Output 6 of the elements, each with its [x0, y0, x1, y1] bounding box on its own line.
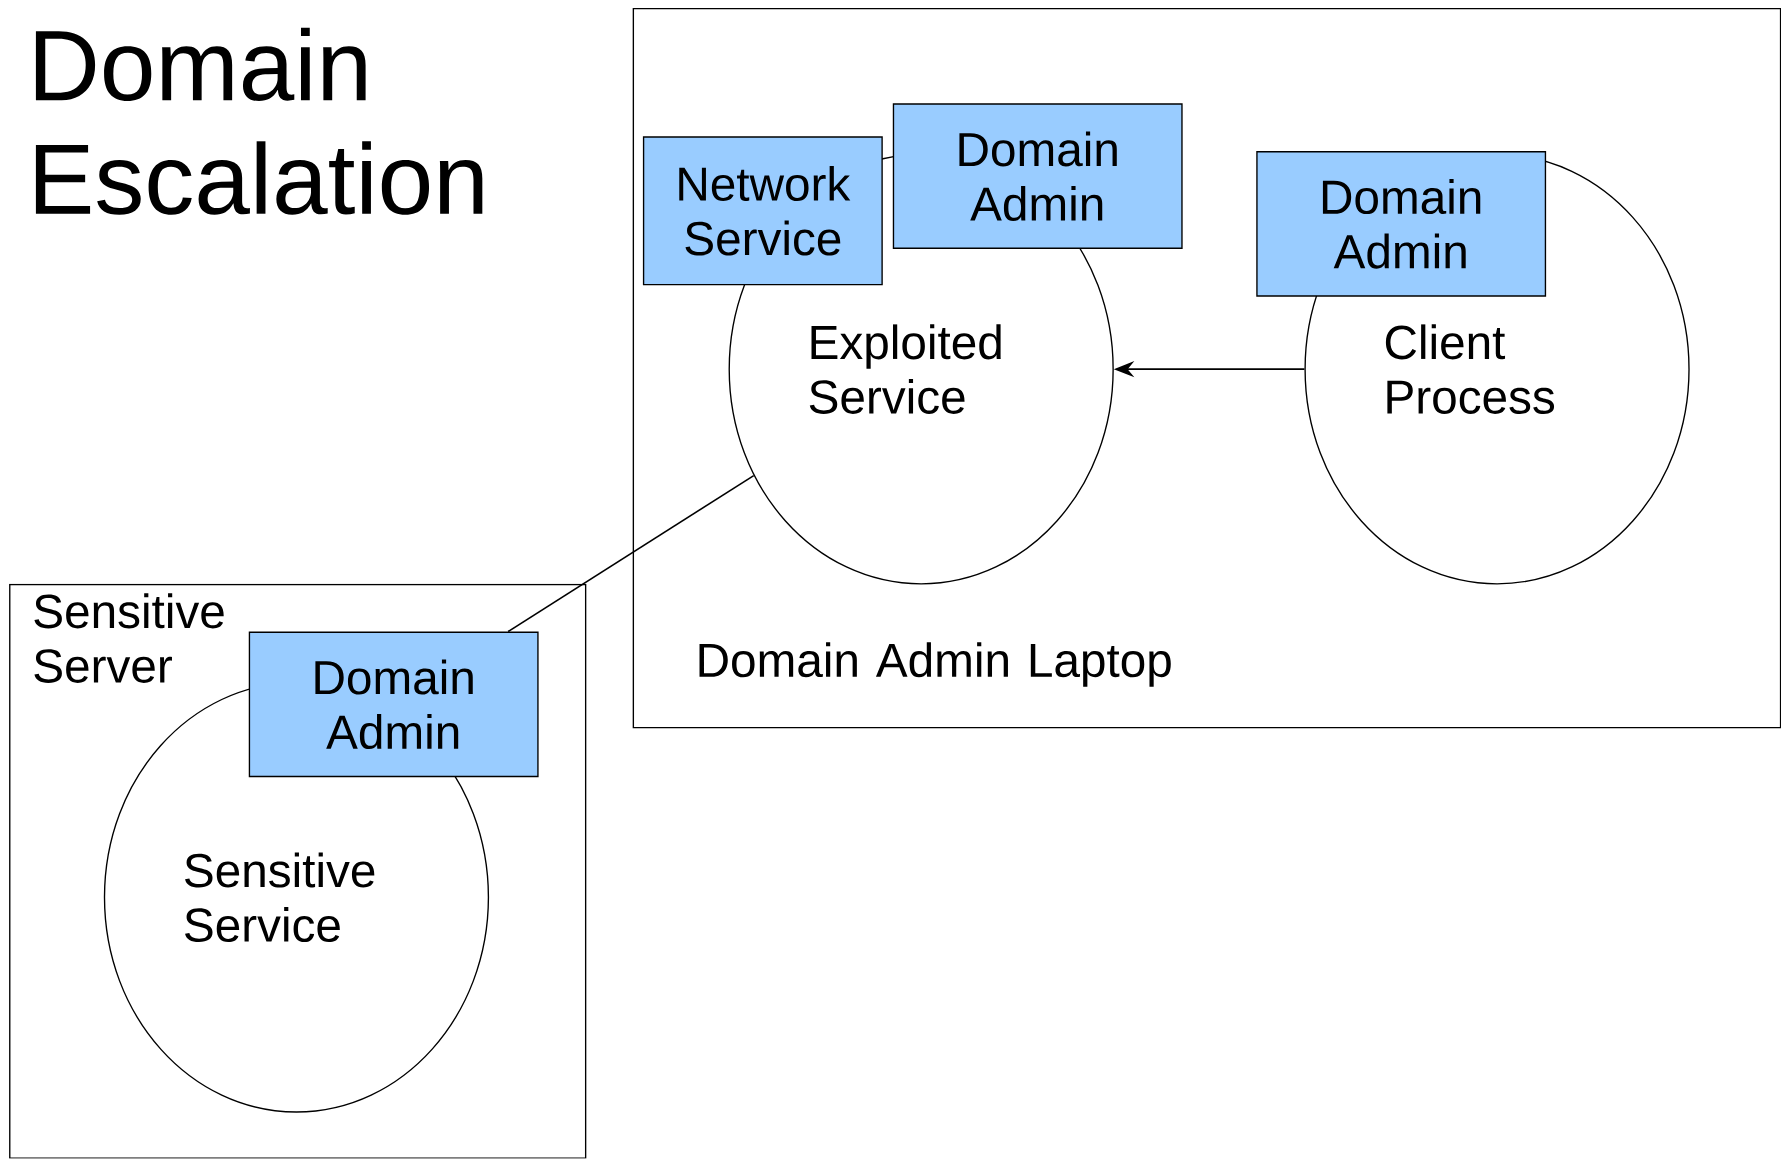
title: Domain Escalation	[35, 27, 483, 215]
connector-line	[507, 475, 755, 633]
role-box: Domain Admin	[892, 103, 1183, 250]
role-box: Domain Admin	[248, 631, 539, 778]
role-box: Network Service	[642, 136, 883, 286]
role-box: Domain Admin	[1256, 151, 1547, 297]
